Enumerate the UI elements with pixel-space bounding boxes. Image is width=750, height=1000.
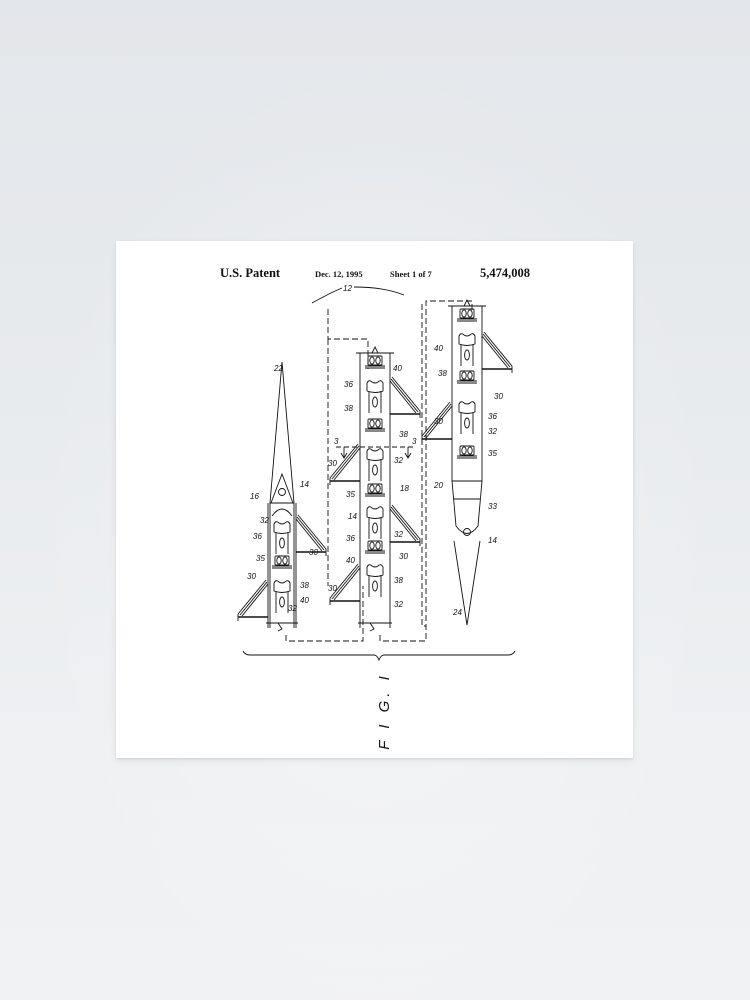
svg-text:38: 38 <box>399 430 408 439</box>
svg-text:30: 30 <box>494 392 503 401</box>
svg-text:18: 18 <box>400 484 409 493</box>
svg-text:36: 36 <box>253 532 262 541</box>
figure-brace <box>242 650 516 662</box>
rowing-shell-drawing: 22 16 14 32 36 35 30 30 38 40 32 12 <box>237 284 516 662</box>
svg-text:14: 14 <box>300 480 309 489</box>
patent-poster: U.S. Patent Dec. 12, 1995 Sheet 1 of 7 5… <box>116 241 633 758</box>
svg-text:16: 16 <box>250 492 259 501</box>
svg-text:40: 40 <box>300 596 309 605</box>
svg-text:35: 35 <box>346 490 355 499</box>
svg-text:22: 22 <box>273 364 283 373</box>
svg-text:38: 38 <box>394 576 403 585</box>
svg-text:35: 35 <box>488 449 497 458</box>
svg-text:30: 30 <box>328 584 337 593</box>
svg-text:38: 38 <box>438 369 447 378</box>
svg-text:30: 30 <box>434 417 443 426</box>
patent-header-date: Dec. 12, 1995 <box>315 269 363 279</box>
svg-text:3: 3 <box>334 437 339 446</box>
svg-text:12: 12 <box>343 284 352 293</box>
svg-text:20: 20 <box>433 481 443 490</box>
svg-text:33: 33 <box>488 502 497 511</box>
figure-label: F I G. I <box>375 672 393 750</box>
patent-header-sheet: Sheet 1 of 7 <box>390 269 432 279</box>
svg-text:35: 35 <box>256 554 265 563</box>
svg-text:36: 36 <box>346 534 355 543</box>
svg-text:24: 24 <box>452 608 462 617</box>
svg-text:40: 40 <box>434 344 443 353</box>
svg-text:36: 36 <box>344 380 353 389</box>
svg-text:32: 32 <box>394 600 403 609</box>
svg-text:3: 3 <box>412 437 417 446</box>
left-hull-section: 22 16 14 32 36 35 30 30 38 40 32 <box>237 361 364 642</box>
svg-text:30: 30 <box>309 548 318 557</box>
svg-text:40: 40 <box>346 556 355 565</box>
svg-text:30: 30 <box>399 552 408 561</box>
svg-text:30: 30 <box>247 572 256 581</box>
svg-text:14: 14 <box>488 536 497 545</box>
svg-text:38: 38 <box>344 404 353 413</box>
svg-text:30: 30 <box>328 459 337 468</box>
middle-hull-section: 12 40 36 38 38 3 <box>311 284 473 642</box>
svg-text:36: 36 <box>488 412 497 421</box>
svg-text:32: 32 <box>288 604 297 613</box>
svg-text:32: 32 <box>394 456 403 465</box>
svg-text:14: 14 <box>348 512 357 521</box>
svg-text:32: 32 <box>260 516 269 525</box>
patent-header-number: 5,474,008 <box>480 266 530 280</box>
right-hull-section: 40 38 30 30 36 32 35 20 33 14 24 <box>421 298 513 627</box>
svg-text:32: 32 <box>394 530 403 539</box>
svg-text:40: 40 <box>393 364 402 373</box>
svg-text:38: 38 <box>300 581 309 590</box>
svg-text:32: 32 <box>488 427 497 436</box>
patent-header-title: U.S. Patent <box>220 266 281 280</box>
